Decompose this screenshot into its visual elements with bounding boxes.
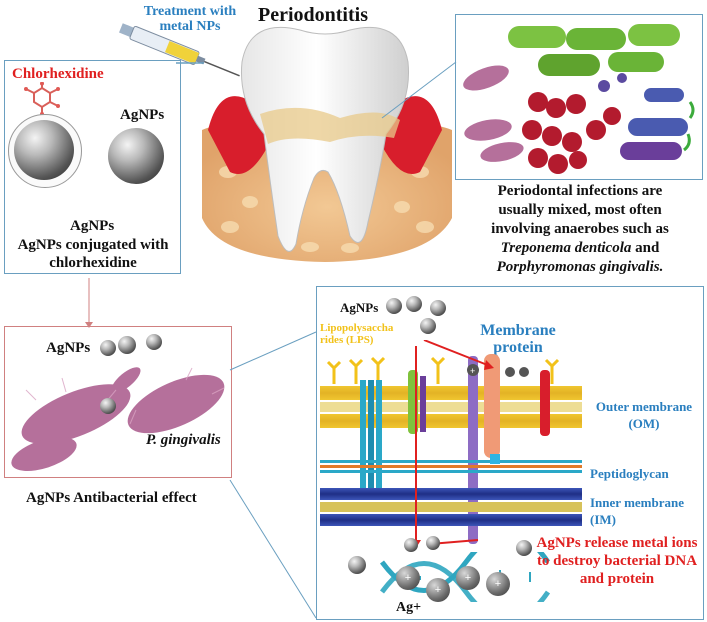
page-title: Periodontitis	[258, 4, 368, 26]
silver-nanoparticle-icon	[14, 120, 74, 180]
connector-line	[381, 61, 457, 119]
silver-ion-icon: +	[396, 566, 420, 590]
silver-nanoparticle-icon	[426, 536, 440, 550]
infection-line-1: Periodontal infections are	[497, 183, 663, 199]
chlorhexidine-molecule-icon	[24, 82, 60, 116]
silver-ion-icon: +	[486, 572, 510, 596]
peptidoglycan-label: Peptidoglycan	[590, 466, 669, 481]
silver-nanoparticle-icon	[404, 538, 418, 552]
silver-nanoparticle-icon	[406, 296, 422, 312]
arrow-icon	[85, 278, 93, 328]
infection-description: Periodontal infections are usually mixed…	[462, 182, 698, 277]
syringe-icon	[119, 23, 240, 77]
silver-nanoparticle-icon	[516, 540, 532, 556]
release-text: AgNPs release metal ions to destroy bact…	[536, 535, 698, 587]
membrane-illustration: +	[320, 340, 582, 548]
infection-line-4: Treponema denticola and	[462, 239, 698, 258]
agnps-label-membrane: AgNPs	[340, 300, 379, 315]
agnps-label-bottom: AgNPs	[70, 218, 115, 234]
silver-nanoparticle-icon	[100, 398, 116, 414]
agnps-label-antibacterial: AgNPs	[46, 340, 91, 356]
species-porphyromonas: Porphyromonas gingivalis.	[496, 259, 664, 275]
svg-text:+: +	[470, 366, 475, 376]
silver-nanoparticle-icon	[118, 336, 136, 354]
lps-label: Lipopolysaccha rides (LPS)	[320, 322, 394, 346]
infection-line-2: usually mixed, most often	[498, 202, 662, 218]
bacteria-cluster-icon	[463, 24, 695, 174]
membrane-protein-label: Membrane protein	[480, 322, 556, 356]
silver-nanoparticle-icon	[146, 334, 162, 350]
bacteria-cluster-icon	[11, 367, 225, 471]
arrow-icon	[176, 62, 204, 64]
silver-ion-icon: +	[426, 578, 450, 602]
infection-and: and	[631, 240, 660, 256]
ag-ion-label: Ag+	[396, 600, 422, 615]
silver-ion-icon: +	[456, 566, 480, 590]
inner-membrane-label: Inner membrane (IM)	[590, 495, 685, 527]
infection-line-3: involving anaerobes such as	[491, 221, 669, 237]
species-treponema: Treponema denticola	[500, 240, 632, 256]
infection-line-5: Porphyromonas gingivalis.	[462, 258, 698, 277]
syringe-label: Treatment with metal NPs	[143, 4, 237, 34]
agnps-label-right: AgNPs	[120, 107, 165, 123]
tooth-icon	[202, 26, 452, 262]
chlorhexidine-label: Chlorhexidine	[12, 66, 104, 82]
pathogen-name: P. gingivalis	[146, 432, 221, 448]
outer-membrane-label: Outer membrane (OM)	[595, 399, 693, 431]
silver-nanoparticle-icon	[108, 128, 164, 184]
connector-line	[229, 331, 317, 619]
conjugate-caption: AgNPs conjugated with chlorhexidine	[17, 237, 169, 271]
silver-nanoparticle-icon	[386, 298, 402, 314]
antibacterial-caption: AgNPs Antibacterial effect	[26, 490, 197, 506]
silver-nanoparticle-icon	[430, 300, 446, 316]
pathogen-label: P. gingivalis	[146, 432, 221, 449]
silver-nanoparticle-icon	[100, 340, 116, 356]
silver-nanoparticle-icon	[420, 318, 436, 334]
silver-nanoparticle-icon	[348, 556, 366, 574]
